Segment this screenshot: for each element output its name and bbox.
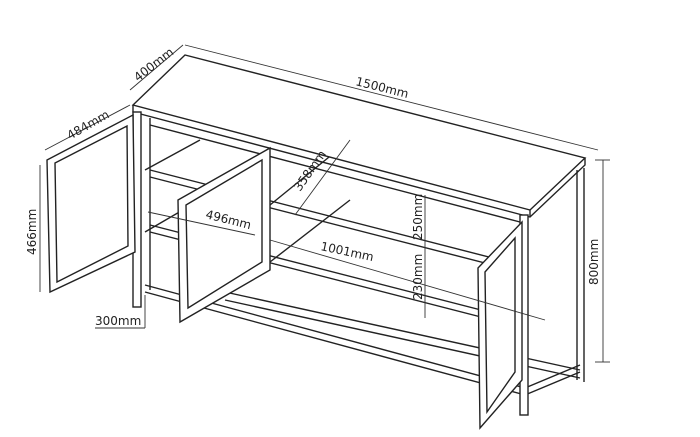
width-label: 1500mm bbox=[354, 74, 410, 101]
dimension-lines bbox=[39, 44, 610, 363]
left-door bbox=[46, 113, 136, 294]
upper-height-label: 250mm bbox=[411, 194, 425, 240]
leg-height-label: 300mm bbox=[95, 314, 141, 328]
right-door bbox=[477, 220, 523, 430]
total-height-label: 800mm bbox=[587, 239, 601, 285]
door-height-label: 466mm bbox=[25, 209, 39, 255]
inner-width-label: 1001mm bbox=[319, 239, 375, 264]
lower-height-label: 230mm bbox=[411, 254, 425, 300]
middle-door bbox=[177, 146, 271, 324]
